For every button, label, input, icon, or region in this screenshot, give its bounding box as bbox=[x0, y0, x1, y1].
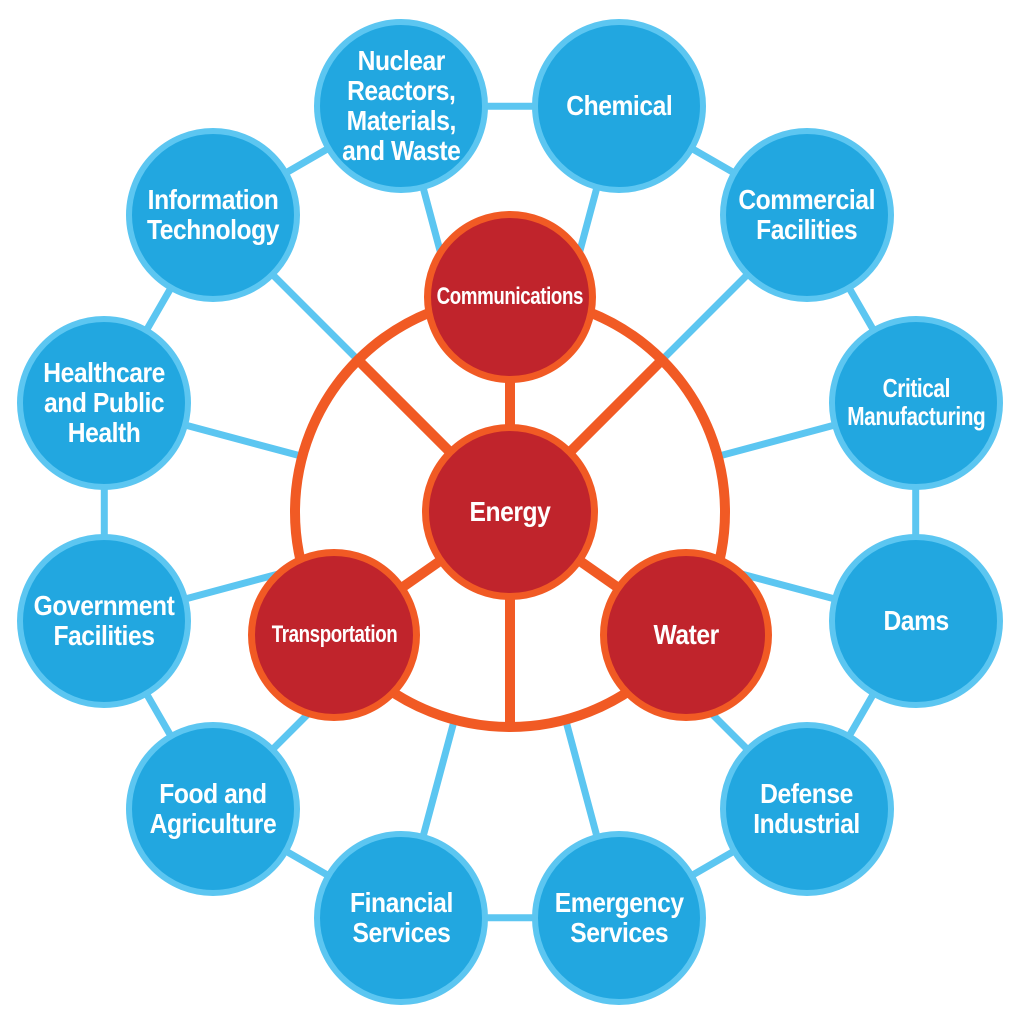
node-emergency-services: Emergency Services bbox=[532, 831, 706, 1005]
node-commercial-facilities: Commercial Facilities bbox=[720, 128, 894, 302]
node-information-technology-label: Information Technology bbox=[146, 184, 280, 245]
node-critical-manufacturing: Critical Manufacturing bbox=[829, 316, 1003, 490]
node-commercial-facilities-label: Commercial Facilities bbox=[738, 184, 876, 245]
node-transportation: Transportation bbox=[248, 549, 420, 721]
node-financial-services-label: Financial Services bbox=[349, 887, 453, 948]
node-critical-manufacturing-label: Critical Manufacturing bbox=[846, 373, 986, 431]
node-financial-services: Financial Services bbox=[314, 831, 488, 1005]
node-transportation-label: Transportation bbox=[271, 621, 397, 649]
node-food-and-agriculture-label: Food and Agriculture bbox=[149, 778, 277, 839]
node-defense-industrial: Defense Industrial bbox=[720, 722, 894, 896]
node-healthcare-public-health: Healthcare and Public Health bbox=[17, 316, 191, 490]
node-government-facilities: Government Facilities bbox=[17, 534, 191, 708]
node-defense-industrial-label: Defense Industrial bbox=[753, 778, 861, 839]
node-information-technology: Information Technology bbox=[126, 128, 300, 302]
node-communications: Communications bbox=[424, 211, 596, 383]
node-food-and-agriculture: Food and Agriculture bbox=[126, 722, 300, 896]
node-nuclear-reactors-materials-waste: Nuclear Reactors, Materials, and Waste bbox=[314, 19, 488, 193]
node-energy-label: Energy bbox=[469, 496, 551, 528]
node-healthcare-public-health-label: Healthcare and Public Health bbox=[43, 357, 165, 448]
node-chemical-label: Chemical bbox=[565, 90, 673, 122]
node-chemical: Chemical bbox=[532, 19, 706, 193]
node-water: Water bbox=[600, 549, 772, 721]
node-emergency-services-label: Emergency Services bbox=[554, 887, 684, 948]
node-dams-label: Dams bbox=[883, 605, 949, 637]
node-water-label: Water bbox=[653, 619, 719, 651]
node-nuclear-label: Nuclear Reactors, Materials, and Waste bbox=[341, 45, 461, 166]
node-communications-label: Communications bbox=[436, 283, 584, 311]
node-government-facilities-label: Government Facilities bbox=[33, 590, 175, 651]
node-energy: Energy bbox=[422, 424, 598, 600]
node-dams: Dams bbox=[829, 534, 1003, 708]
